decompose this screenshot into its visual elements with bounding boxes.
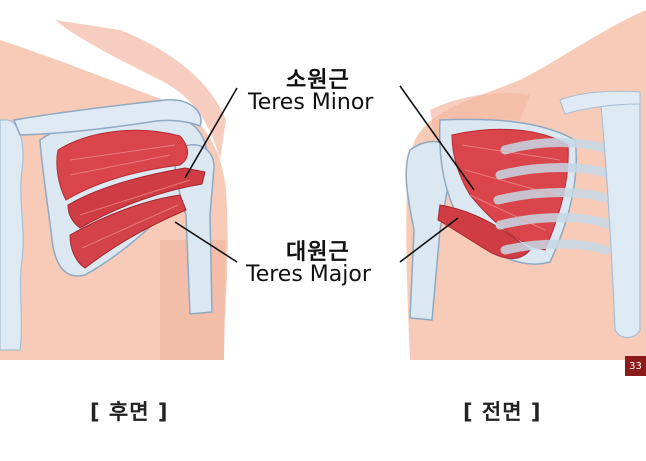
teres-major-korean-label: 대원근 xyxy=(286,240,350,265)
humerus-bone-anterior xyxy=(405,140,453,321)
teres-minor-korean-label: 소원근 xyxy=(286,68,350,93)
page-number-badge: 33 xyxy=(625,356,646,376)
teres-major-english-label: Teres Major xyxy=(246,262,371,287)
rib-cage xyxy=(493,138,617,255)
posterior-view-illustration xyxy=(0,20,228,360)
teres-minor-english-label: Teres Minor xyxy=(248,90,374,115)
teres-minor-leader-left xyxy=(184,87,238,179)
muscle-fibers-posterior xyxy=(69,144,191,249)
leader-lines xyxy=(174,85,475,263)
teres-minor-leader-right xyxy=(399,85,475,191)
muscle-fibers-anterior xyxy=(461,144,561,231)
posterior-skin-shadow xyxy=(55,20,226,160)
teres-major-leader-left xyxy=(174,221,238,263)
clavicle-bone xyxy=(12,99,202,136)
teres-minor-muscle-posterior xyxy=(67,167,206,229)
spine-bone xyxy=(0,119,24,351)
teres-major-muscle-posterior xyxy=(69,194,187,269)
anterior-clavicle xyxy=(559,90,641,115)
anterior-view-caption: [ 전면 ] xyxy=(463,400,542,424)
posterior-view-caption: [ 후면 ] xyxy=(90,400,169,424)
teres-major-leader-right xyxy=(399,217,459,263)
anterior-view-illustration xyxy=(405,10,646,360)
